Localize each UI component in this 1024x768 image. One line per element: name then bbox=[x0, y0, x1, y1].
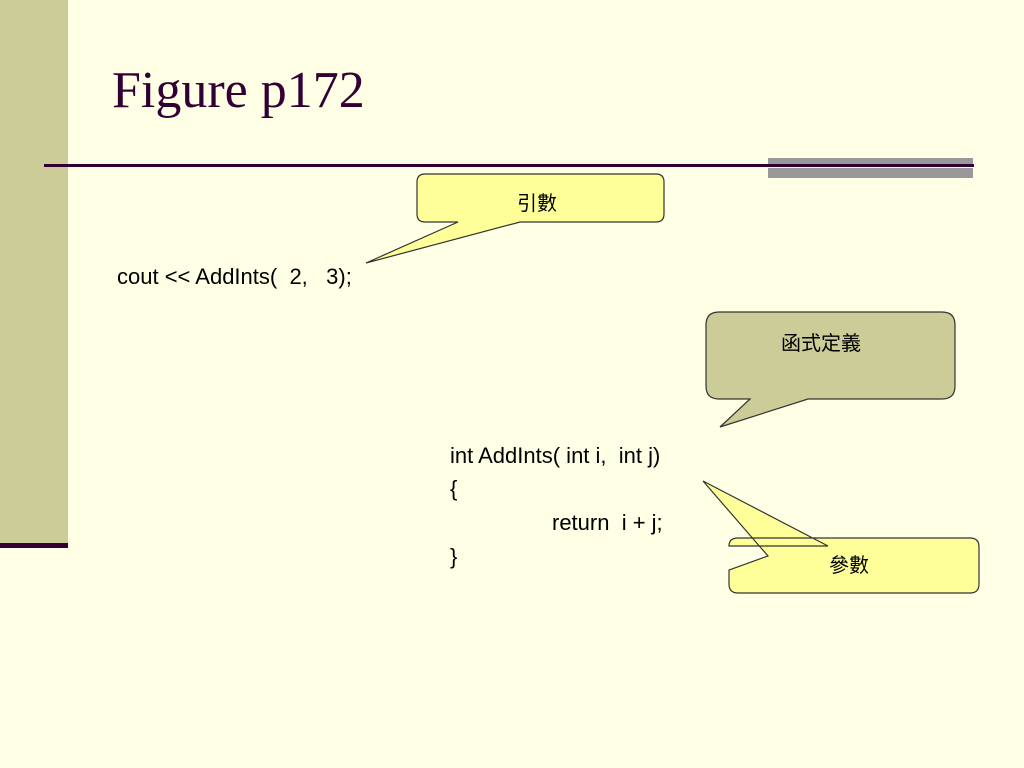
call-statement: cout << AddInts( 2, 3); bbox=[117, 264, 352, 289]
function-return-statement: return i + j; bbox=[552, 510, 663, 535]
function-close-brace: } bbox=[450, 544, 458, 569]
title-rule bbox=[44, 164, 974, 167]
parameters-callout-label: 參數 bbox=[829, 553, 869, 577]
function-signature: int AddInts( int i, int j) bbox=[450, 443, 661, 468]
slide-title: Figure p172 bbox=[112, 62, 365, 119]
definition-callout-label: 函式定義 bbox=[781, 331, 861, 355]
definition-callout bbox=[705, 311, 956, 428]
left-decorative-band bbox=[0, 0, 68, 545]
arguments-callout bbox=[365, 173, 665, 264]
function-open-brace: { bbox=[450, 476, 458, 501]
accent-bar bbox=[768, 158, 973, 179]
left-band-rule bbox=[0, 543, 68, 548]
parameters-callout bbox=[702, 480, 980, 594]
arguments-callout-label: 引數 bbox=[517, 191, 557, 215]
